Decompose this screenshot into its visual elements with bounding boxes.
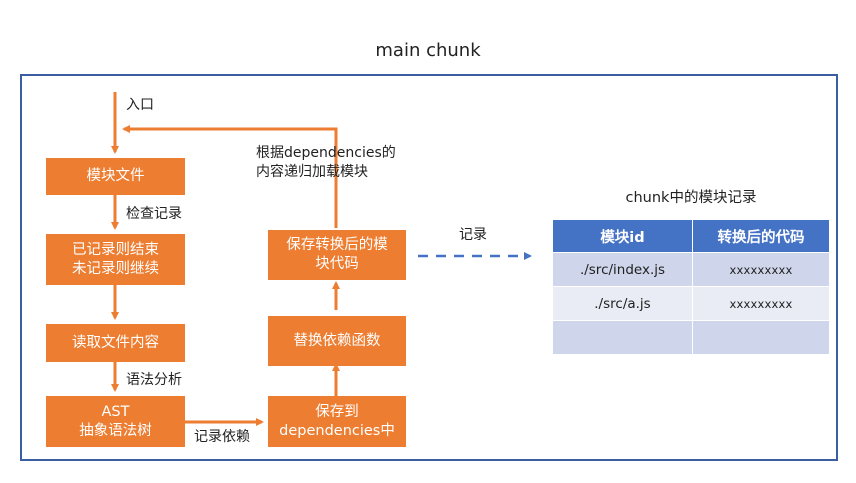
table-row: ./src/index.js xxxxxxxxx [552, 252, 830, 287]
cell-code: xxxxxxxxx [692, 252, 830, 287]
box-check-result-text: 已记录则结束 未记录则继续 [72, 241, 159, 277]
column-header-transformed-code: 转换后的代码 [692, 219, 830, 253]
box-ast[interactable]: AST 抽象语法树 [46, 396, 185, 447]
box-module-file-text: 模块文件 [86, 168, 145, 184]
entry-label: 入口 [126, 97, 154, 113]
box-check-result[interactable]: 已记录则结束 未记录则继续 [46, 234, 185, 285]
table-header-row: 模块id 转换后的代码 [552, 219, 830, 253]
label-check-record: 检查记录 [126, 206, 182, 222]
cell-module-id: ./src/a.js [552, 286, 693, 321]
box-replace-deps[interactable]: 替换依赖函数 [268, 316, 406, 366]
box-save-deps[interactable]: 保存到 dependencies中 [268, 396, 406, 447]
label-record-deps: 记录依赖 [194, 429, 250, 445]
label-recursive-load: 根据dependencies的 内容递归加载模块 [256, 145, 396, 180]
label-parse: 语法分析 [126, 372, 182, 388]
table-row [552, 320, 830, 355]
cell-code [692, 320, 830, 355]
box-save-code-text: 保存转换后的模 块代码 [286, 237, 388, 272]
cell-module-id: ./src/index.js [552, 252, 693, 287]
box-module-file[interactable]: 模块文件 [46, 158, 185, 195]
diagram-title: main chunk [375, 40, 481, 61]
main-chunk-frame [20, 74, 838, 461]
box-save-code[interactable]: 保存转换后的模 块代码 [268, 230, 406, 280]
box-save-deps-text: 保存到 dependencies中 [279, 403, 395, 439]
box-ast-text: AST 抽象语法树 [79, 403, 152, 439]
label-record: 记录 [459, 227, 487, 243]
arrow-recursive-loop [122, 125, 338, 228]
table-title: chunk中的模块记录 [625, 190, 757, 206]
cell-module-id [552, 320, 693, 355]
table-row: ./src/a.js xxxxxxxxx [552, 286, 830, 321]
column-header-module-id: 模块id [552, 219, 693, 253]
box-replace-deps-text: 替换依赖函数 [293, 332, 381, 349]
cell-code: xxxxxxxxx [692, 286, 830, 321]
box-read-content[interactable]: 读取文件内容 [46, 324, 185, 362]
box-read-content-text: 读取文件内容 [72, 334, 159, 351]
module-record-table: 模块id 转换后的代码 ./src/index.js xxxxxxxxx ./s… [552, 219, 830, 355]
